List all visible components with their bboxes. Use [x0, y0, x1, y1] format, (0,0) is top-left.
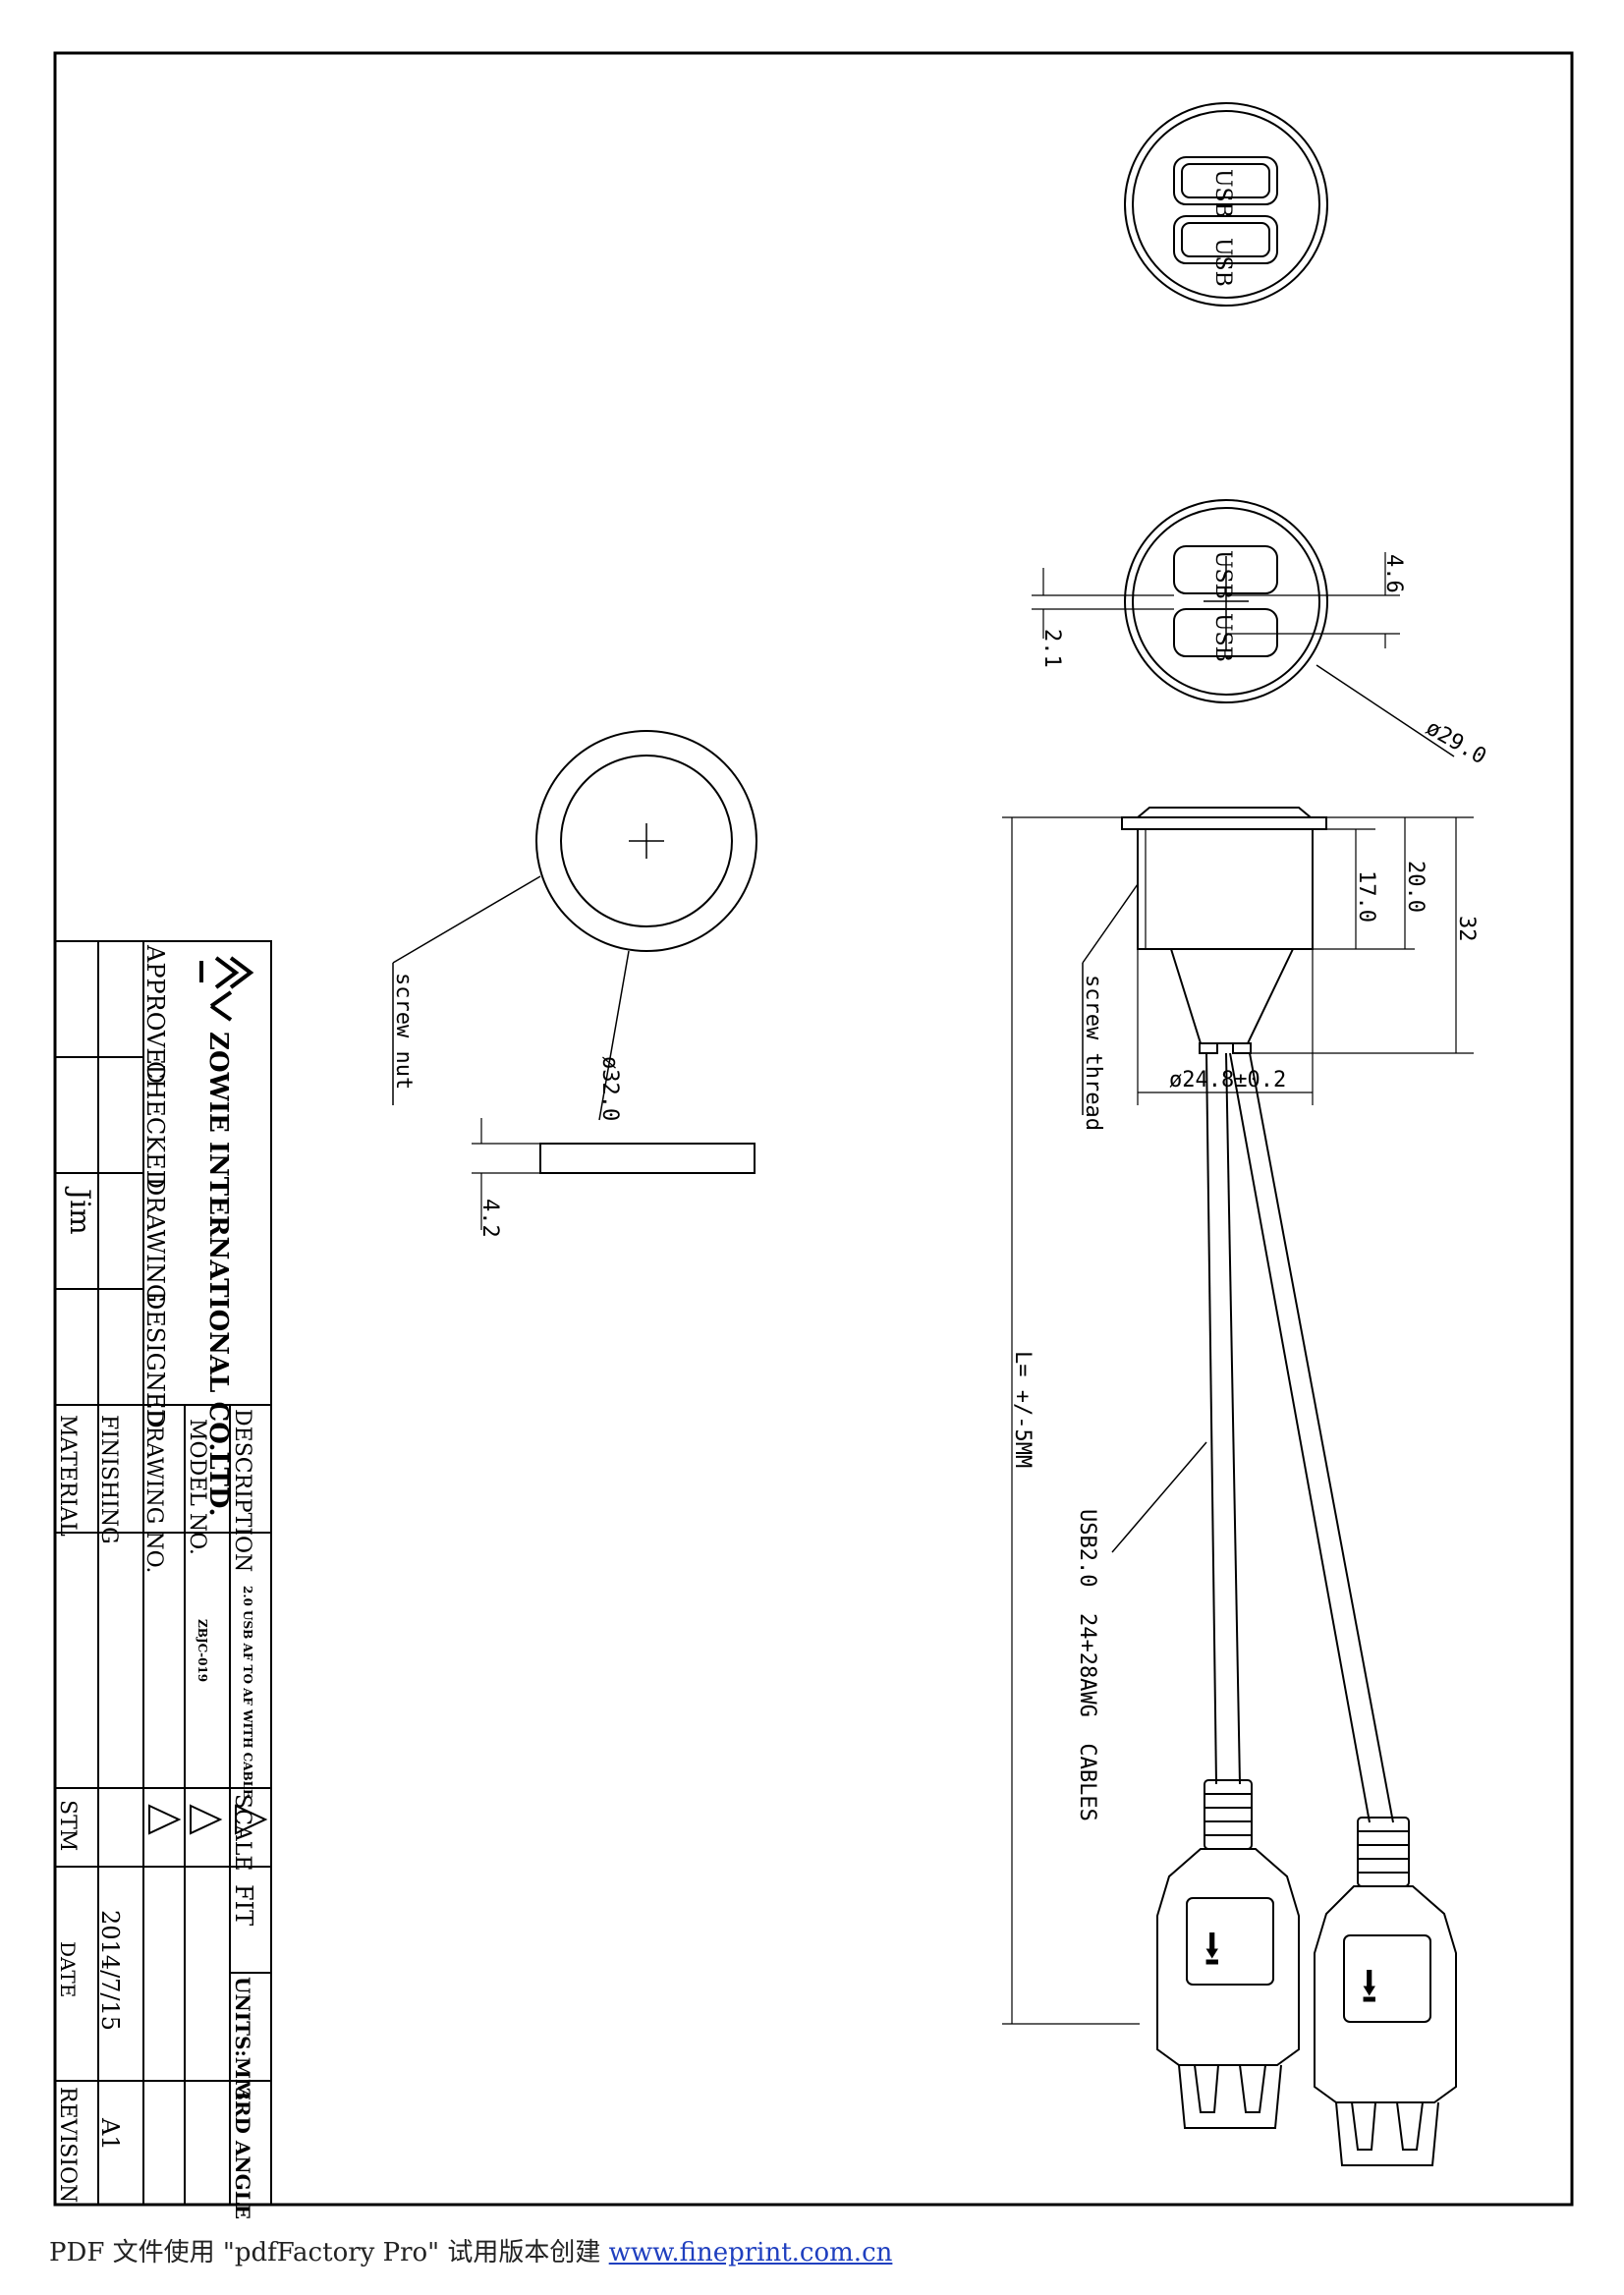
value-revision: A1 [96, 2117, 124, 2151]
label-description: DESCRIPTION [230, 1409, 254, 1572]
company-logo [199, 956, 254, 1022]
label-finishing: FINISHING [96, 1415, 121, 1544]
dim-nut-thickness: 4.2 [477, 1199, 502, 1238]
label-units: UNITS:MM [231, 1977, 254, 2100]
screw-nut-label: screw nut [391, 973, 416, 1090]
label-approved: APPROVED [141, 944, 169, 1084]
cable-note: USB2.0 24+28AWG CABLES [1075, 1509, 1099, 1821]
label-checked: CHECKED [141, 1061, 169, 1189]
top-view [1124, 102, 1328, 307]
screw-thread-label: screw thread [1081, 975, 1105, 1131]
label-scale: SCALE [230, 1794, 254, 1871]
dim-cable-length: L= +/-5MM [1010, 1351, 1035, 1468]
label-designed: DESIGNED [141, 1291, 169, 1428]
label-angle: 3RD ANGLE [231, 2087, 254, 2219]
usb-connector-1 [1156, 1779, 1300, 2129]
nut-view [392, 730, 757, 1230]
dim-face-diameter: ø29.0 [1422, 716, 1490, 770]
drawer-name: Jim [64, 1186, 96, 1235]
top-port1-label: USB [1210, 169, 1235, 218]
usb-symbol-icon: ⭳ [1204, 1920, 1221, 1977]
value-scale: FIT [230, 1884, 257, 1926]
value-description: 2.0 USB AF TO AF WITH CABLE [241, 1586, 254, 1798]
label-date: DATE [56, 1941, 80, 1997]
value-model: ZBJC-019 [196, 1619, 209, 1682]
front-port1-label: USB [1210, 550, 1235, 599]
pdf-footer: PDF 文件使用 "pdfFactory Pro" 试用版本创建 www.fin… [49, 2232, 892, 2271]
footer-text: PDF 文件使用 "pdfFactory Pro" 试用版本创建 [49, 2238, 609, 2267]
side-view [1002, 807, 1474, 2025]
value-date: 2014/7/15 [96, 1910, 124, 2031]
label-revision: REVISION [55, 2087, 80, 2203]
dim-total-height: 32 [1454, 916, 1479, 942]
dim-flange-height: 20.0 [1403, 861, 1428, 913]
dim-nut-diameter: ø32.0 [597, 1056, 622, 1121]
triangle-icons [148, 1804, 268, 1835]
label-model: MODEL NO. [185, 1419, 209, 1555]
usb-symbol-icon-2: ⭳ [1361, 1957, 1378, 2014]
label-drawing: DRAWING [141, 1177, 169, 1303]
front-port2-label: USB [1210, 613, 1235, 662]
dim-port-height: 2.1 [1039, 629, 1064, 668]
company-name: ZOWIE INTERNATIONAL CO.LTD. [203, 1032, 233, 1517]
footer-link[interactable]: www.fineprint.com.cn [608, 2238, 893, 2267]
front-view [1032, 499, 1455, 757]
dim-thread-height: 17.0 [1354, 870, 1378, 923]
top-port2-label: USB [1210, 238, 1235, 287]
title-block [54, 940, 272, 2206]
dim-thread-diameter: ø24.8±0.2 [1169, 1068, 1286, 1092]
dim-port-spacing: 4.6 [1381, 554, 1406, 593]
usb-connector-2 [1314, 1817, 1457, 2166]
drawing-frame [53, 51, 1574, 2207]
label-material: MATERIAL [55, 1415, 80, 1537]
label-drawing-no: DRAWING NO. [141, 1409, 166, 1573]
label-stm: STM [55, 1800, 80, 1851]
